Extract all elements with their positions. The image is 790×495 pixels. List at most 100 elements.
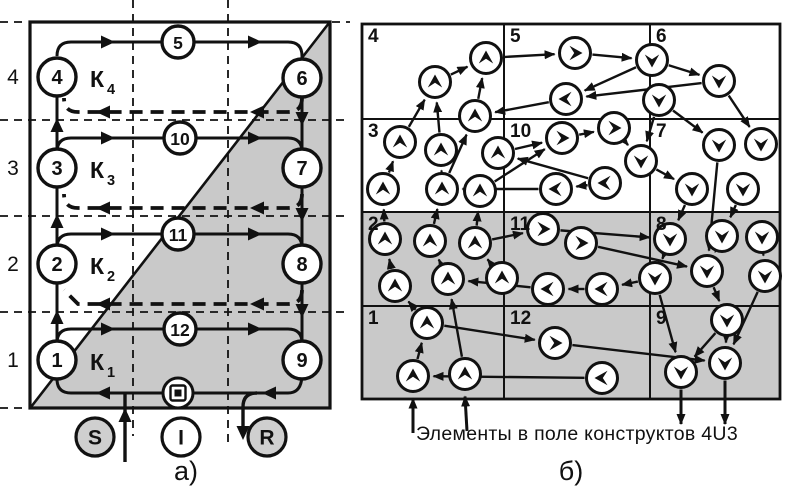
chevron-up-icon: [490, 145, 506, 159]
node-label-7: 7: [296, 158, 307, 180]
edge-arrow: [732, 291, 759, 346]
edge-arrow: [407, 98, 426, 128]
chevron-shape: [753, 138, 769, 152]
edge-arrow: [407, 300, 419, 313]
chevron-right-icon: [537, 221, 551, 237]
k-label-sub: 3: [107, 173, 115, 189]
edge-arrow: [575, 180, 588, 190]
chevron-shape: [754, 231, 770, 245]
chevron-shape: [405, 368, 421, 382]
chevron-shape: [427, 74, 443, 88]
edge-arrow: [494, 101, 550, 115]
chevron-shape: [433, 142, 449, 156]
cell-label-4: 4: [368, 26, 379, 47]
chevron-left-icon: [548, 181, 562, 197]
node-label-2: 2: [51, 254, 62, 276]
edge-arrow: [655, 168, 675, 181]
cell-label-8: 8: [656, 214, 667, 235]
edge-arrow: [668, 64, 701, 77]
edge-arrow: [516, 156, 589, 180]
chevron-shape: [537, 221, 551, 237]
edge-arrow: [386, 258, 396, 270]
chevron-shape: [392, 134, 408, 148]
edge-arrow: [437, 258, 448, 271]
chevron-shape: [457, 366, 473, 380]
cell-label-9: 9: [656, 308, 667, 329]
edge-arrow: [448, 133, 468, 174]
node-circle-7: [281, 147, 323, 189]
chevron-shape: [419, 315, 435, 329]
edge-arrow: [475, 77, 485, 100]
chevron-shape: [387, 278, 403, 292]
chevron-up-icon: [467, 108, 483, 122]
node-label-11: 11: [169, 225, 188, 245]
chevron-shape: [467, 235, 483, 249]
edge-arrow: [491, 230, 524, 241]
edge-arrow: [430, 208, 440, 225]
chevron-up-icon: [427, 74, 443, 88]
edge-arrow: [578, 129, 595, 139]
chevron-up-icon: [494, 270, 510, 284]
k-label: К: [90, 157, 105, 183]
chevron-up-icon: [467, 235, 483, 249]
chevron-shape: [540, 281, 554, 297]
cell-label-2: 2: [368, 214, 379, 235]
chevron-down-icon: [714, 230, 730, 244]
chevron-right-icon: [569, 45, 583, 61]
chevron-left-icon: [594, 281, 608, 297]
row-label-3: 3: [7, 157, 19, 180]
node-label-6: 6: [296, 68, 307, 90]
chevron-shape: [684, 183, 700, 197]
chevron-shape: [719, 314, 735, 328]
edge-arrow: [672, 109, 704, 134]
chevron-shape: [662, 233, 678, 247]
edge-arrow: [661, 247, 671, 260]
chevron-down-icon: [757, 270, 773, 284]
edge-arrow: [597, 245, 688, 269]
chevron-down-icon: [753, 138, 769, 152]
edge-arrow: [486, 258, 498, 270]
chevron-up-icon: [472, 183, 488, 197]
nested-squares-icon: [161, 376, 195, 410]
chevron-down-icon: [754, 231, 770, 245]
edge-arrow: [385, 160, 395, 173]
chevron-right-icon: [608, 120, 622, 136]
chevron-shape: [594, 370, 608, 386]
chevron-shape: [717, 357, 733, 371]
chevron-shape: [575, 235, 589, 251]
chevron-up-icon: [434, 181, 450, 195]
chevron-shape: [478, 50, 494, 64]
edge-arrow: [658, 294, 678, 354]
cell-label-7: 7: [656, 121, 667, 142]
terminal-label-I: I: [178, 427, 184, 450]
chevron-down-icon: [711, 139, 727, 153]
k-label-sub: 4: [107, 82, 115, 98]
chevron-shape: [440, 271, 456, 285]
chevron-up-icon: [440, 271, 456, 285]
edge-arrow: [645, 116, 656, 143]
node-circle-6: [281, 57, 323, 99]
edge-arrow: [583, 66, 637, 92]
chevron-shape: [569, 45, 583, 61]
chevron-up-icon: [392, 134, 408, 148]
edge-arrow: [433, 101, 443, 133]
terminal-circle-I: [160, 416, 202, 458]
chevron-shape: [711, 75, 727, 89]
chevron-up-icon: [478, 50, 494, 64]
chevron-shape: [549, 335, 563, 351]
chevron-shape: [647, 272, 663, 286]
diagonal-line: [29, 22, 331, 408]
cell-label-1: 1: [368, 308, 379, 329]
cell-label-10: 10: [510, 121, 531, 142]
chevron-shape: [375, 181, 391, 195]
edge-arrow: [621, 278, 639, 288]
k-label: К: [90, 66, 105, 92]
cell-label-6: 6: [656, 26, 667, 47]
chevron-shape: [556, 130, 570, 146]
cell-label-5: 5: [510, 26, 521, 47]
chevron-shape: [597, 175, 611, 191]
chevron-shape: [594, 281, 608, 297]
edge-arrow: [585, 81, 702, 100]
